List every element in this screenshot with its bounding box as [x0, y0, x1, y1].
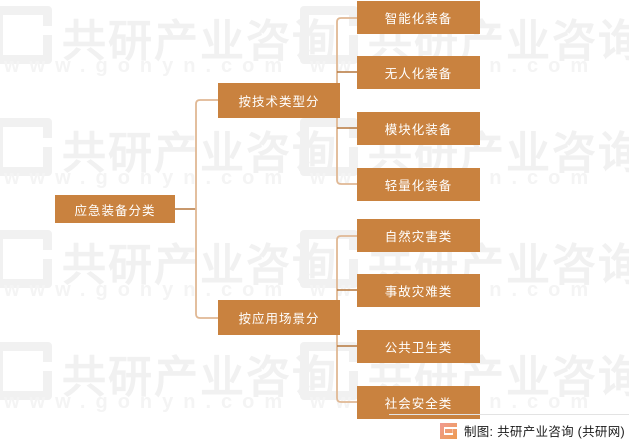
link-to-branch-2 [195, 313, 218, 319]
node-leaf-label: 智能化装备 [384, 12, 453, 26]
gonyn-g-logo-icon [439, 422, 457, 439]
node-root[interactable]: 应急装备分类 [55, 195, 175, 223]
node-branch-label: 按技术类型分 [238, 95, 320, 109]
node-leaf-accident-disaster[interactable]: 事故灾难类 [357, 274, 480, 307]
node-leaf-label: 公共卫生类 [384, 341, 453, 355]
footer-divider [389, 414, 629, 415]
node-branch-technology-type[interactable]: 按技术类型分 [218, 83, 340, 118]
node-branch-label: 按应用场景分 [238, 312, 320, 326]
link-to-leaf-1 [336, 17, 357, 23]
node-root-label: 应急装备分类 [74, 203, 156, 218]
node-leaf-unmanned-equipment[interactable]: 无人化装备 [357, 56, 480, 89]
node-leaf-label: 自然灾害类 [384, 230, 453, 244]
node-leaf-modular-equipment[interactable]: 模块化装备 [357, 112, 480, 145]
footer-credit-text: 制图: 共研产业咨询 (共研网) [463, 425, 625, 439]
node-leaf-public-health[interactable]: 公共卫生类 [357, 330, 480, 363]
link-to-leaf-4 [336, 179, 357, 185]
footer-credit: 制图: 共研产业咨询 (共研网) [389, 419, 629, 442]
node-leaf-natural-disaster[interactable]: 自然灾害类 [357, 219, 480, 252]
node-leaf-intelligent-equipment[interactable]: 智能化装备 [357, 1, 480, 34]
node-leaf-label: 事故灾难类 [384, 285, 453, 299]
node-leaf-label: 无人化装备 [384, 67, 453, 81]
node-leaf-lightweight-equipment[interactable]: 轻量化装备 [357, 168, 480, 201]
node-leaf-label: 轻量化装备 [384, 179, 453, 193]
node-leaf-social-security[interactable]: 社会安全类 [357, 386, 480, 419]
node-leaf-label: 模块化装备 [384, 123, 453, 137]
node-branch-application-scenario[interactable]: 按应用场景分 [218, 300, 340, 335]
link-to-branch-1 [195, 99, 218, 105]
node-leaf-label: 社会安全类 [384, 397, 453, 411]
